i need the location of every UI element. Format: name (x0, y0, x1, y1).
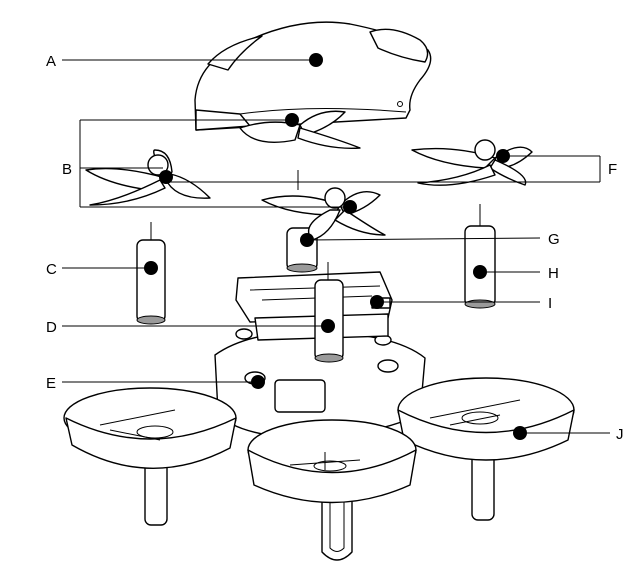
callout-e: E (46, 375, 265, 392)
callout-a: A (46, 53, 323, 70)
callout-d: D (46, 319, 335, 336)
frame-with-ducts (63, 328, 575, 561)
label-i: I (548, 295, 552, 312)
label-b: B (62, 161, 72, 178)
label-j: J (616, 426, 624, 443)
label-d: D (46, 319, 57, 336)
callout-h: H (473, 265, 559, 282)
callout-b: B (62, 113, 357, 214)
callout-f: F (168, 149, 617, 183)
propeller-right (411, 139, 533, 186)
label-c: C (46, 261, 57, 278)
label-f: F (608, 161, 617, 178)
label-a: A (46, 53, 56, 70)
bracket-b (79, 119, 350, 208)
label-e: E (46, 375, 56, 392)
propeller-left (85, 149, 211, 206)
callout-j: J (513, 426, 624, 443)
propeller-center (261, 170, 386, 241)
motor-h (464, 204, 496, 309)
label-h: H (548, 265, 559, 282)
canopy (194, 21, 432, 149)
label-g: G (548, 231, 560, 248)
flight-controller-board (235, 271, 393, 341)
callout-c: C (46, 261, 158, 278)
leg-right (471, 451, 495, 521)
motor-c (136, 222, 166, 325)
callout-i: I (370, 295, 552, 312)
callout-g: G (300, 231, 560, 248)
